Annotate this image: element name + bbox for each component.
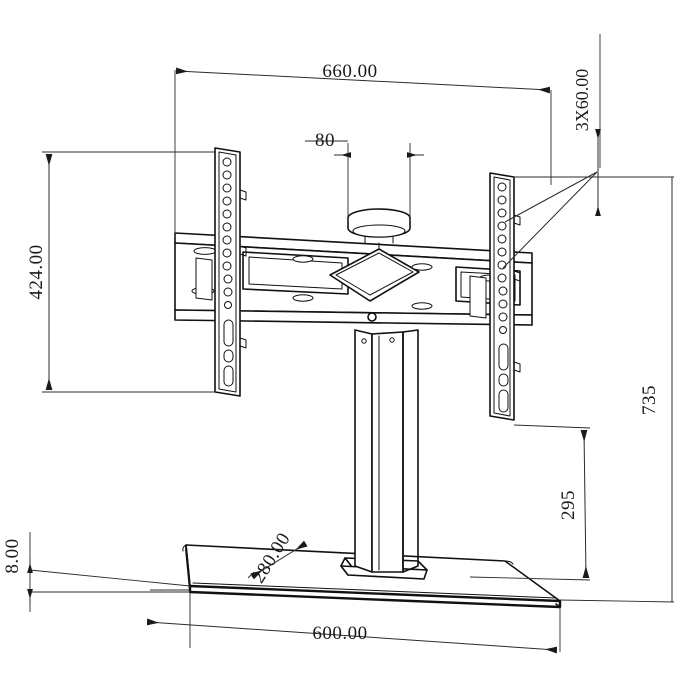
dimension-glass-thickness bbox=[27, 532, 191, 612]
dimension-label-600: 600.00 bbox=[312, 623, 367, 644]
left-vertical-rail bbox=[195, 147, 247, 397]
dimension-label-735: 735 bbox=[639, 385, 660, 415]
dimension-label-424: 424.00 bbox=[26, 244, 47, 299]
dimension-label-295: 295 bbox=[558, 490, 579, 520]
dimension-label-3x60: 3X60.00 bbox=[572, 69, 592, 132]
dimension-base-width bbox=[146, 589, 561, 654]
dimension-label-8: 8.00 bbox=[2, 538, 23, 573]
dimension-pole-height bbox=[469, 424, 591, 581]
dimension-base-depth bbox=[247, 540, 308, 580]
dimension-hole-pattern bbox=[502, 34, 601, 269]
dimension-total-height bbox=[514, 176, 675, 603]
dimension-overall-width bbox=[174, 67, 552, 238]
dimension-bracket-height bbox=[42, 151, 216, 393]
dimension-label-660: 660.00 bbox=[322, 61, 377, 82]
support-column bbox=[354, 329, 419, 573]
dimension-label-80: 80 bbox=[315, 130, 335, 151]
wall-mount-bracket bbox=[174, 232, 533, 326]
pivot-cap-cylinder bbox=[347, 208, 411, 244]
tilt-pivot-diamond bbox=[329, 242, 420, 302]
bracket-cutout-left bbox=[242, 251, 349, 295]
right-vertical-rail bbox=[469, 172, 521, 421]
dimension-pole-width bbox=[305, 140, 424, 222]
